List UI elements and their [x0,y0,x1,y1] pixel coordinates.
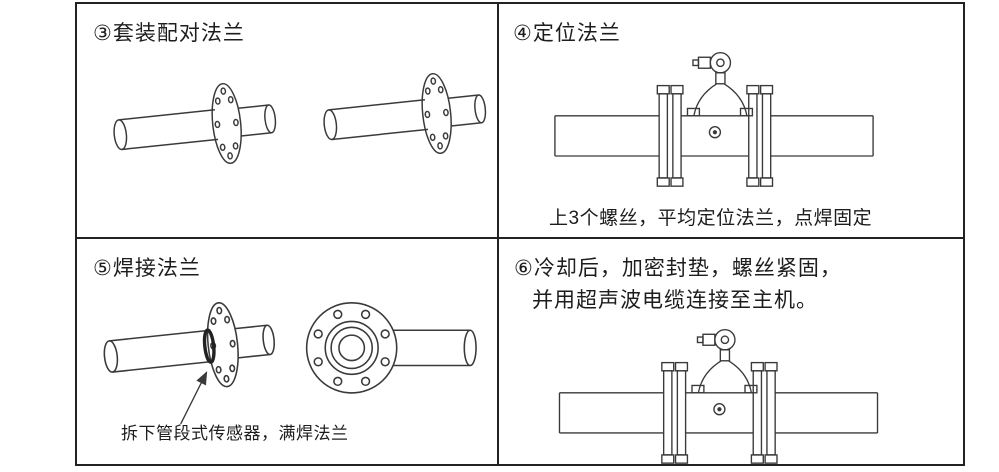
panel-step5-caption: 拆下管段式传感器，满焊法兰 [121,424,349,443]
pipe-sensor-assembly-illustration [549,28,879,188]
panel-step6-title-line1: ⑥冷却后，加密封垫，螺丝紧固， [514,257,842,280]
panel-step5-title: ⑤焊接法兰 [93,257,201,280]
panel-step4-title: ④定位法兰 [513,22,621,45]
panel-step4-caption: 上3个螺丝，平均定位法兰，点焊固定 [549,208,873,229]
welded-flange-illustration [85,284,477,425]
panel-step6-title-line2: 并用超声波电缆连接至主机。 [532,289,818,312]
pipe-with-flange-illustration [315,56,499,177]
panel-step5: ⑤焊接法兰 拆下管段式传感器，满焊法兰 [77,239,499,464]
panel-step3: ③套装配对法兰 [77,4,499,239]
pipe-sensor-assembly-illustration [554,305,883,464]
panel-step3-title: ③套装配对法兰 [93,22,245,45]
pipe-with-flange-illustration [105,66,291,187]
panel-step4: ④定位法兰 上3个螺丝，平均定位法兰，点焊固定 [499,4,963,239]
pointer-arrow [180,371,208,425]
instruction-table: ③套装配对法兰 ④定位法兰 上3个螺丝，平均定位法兰，点焊固定 ⑤焊接法兰 拆下… [75,2,965,466]
panel-step6: ⑥冷却后，加密封垫，螺丝紧固， 并用超声波电缆连接至主机。 [499,239,963,464]
